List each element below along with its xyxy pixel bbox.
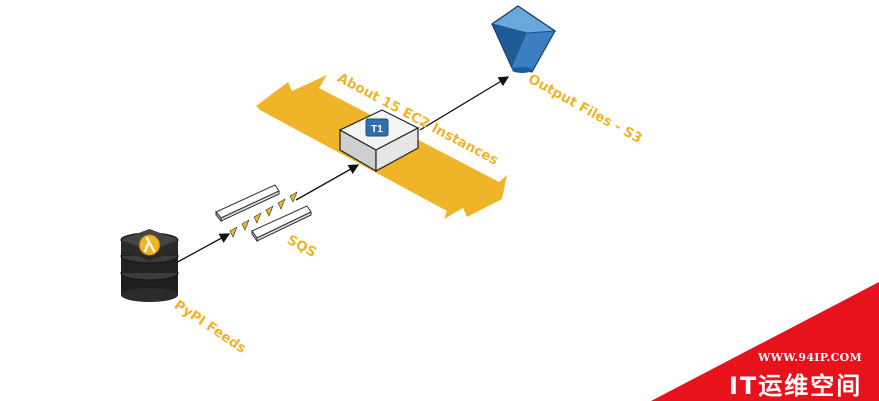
sqs-queue-icon [215, 184, 312, 243]
ec2-instance-icon: T1 [338, 109, 420, 173]
watermark-name: IT运维空间 [729, 372, 863, 400]
watermark-banner [651, 282, 879, 401]
ec2-icon-label: T1 [371, 124, 383, 135]
watermark-url: WWW.94IP.COM [758, 351, 863, 364]
feeds-to-sqs-arrow [171, 233, 231, 266]
sqs-to-ec2-arrow [295, 164, 360, 201]
bucket-icon [490, 5, 557, 73]
lambda-icon [139, 234, 160, 256]
database-icon [120, 229, 179, 302]
ec2-to-s3-arrow [419, 76, 510, 131]
